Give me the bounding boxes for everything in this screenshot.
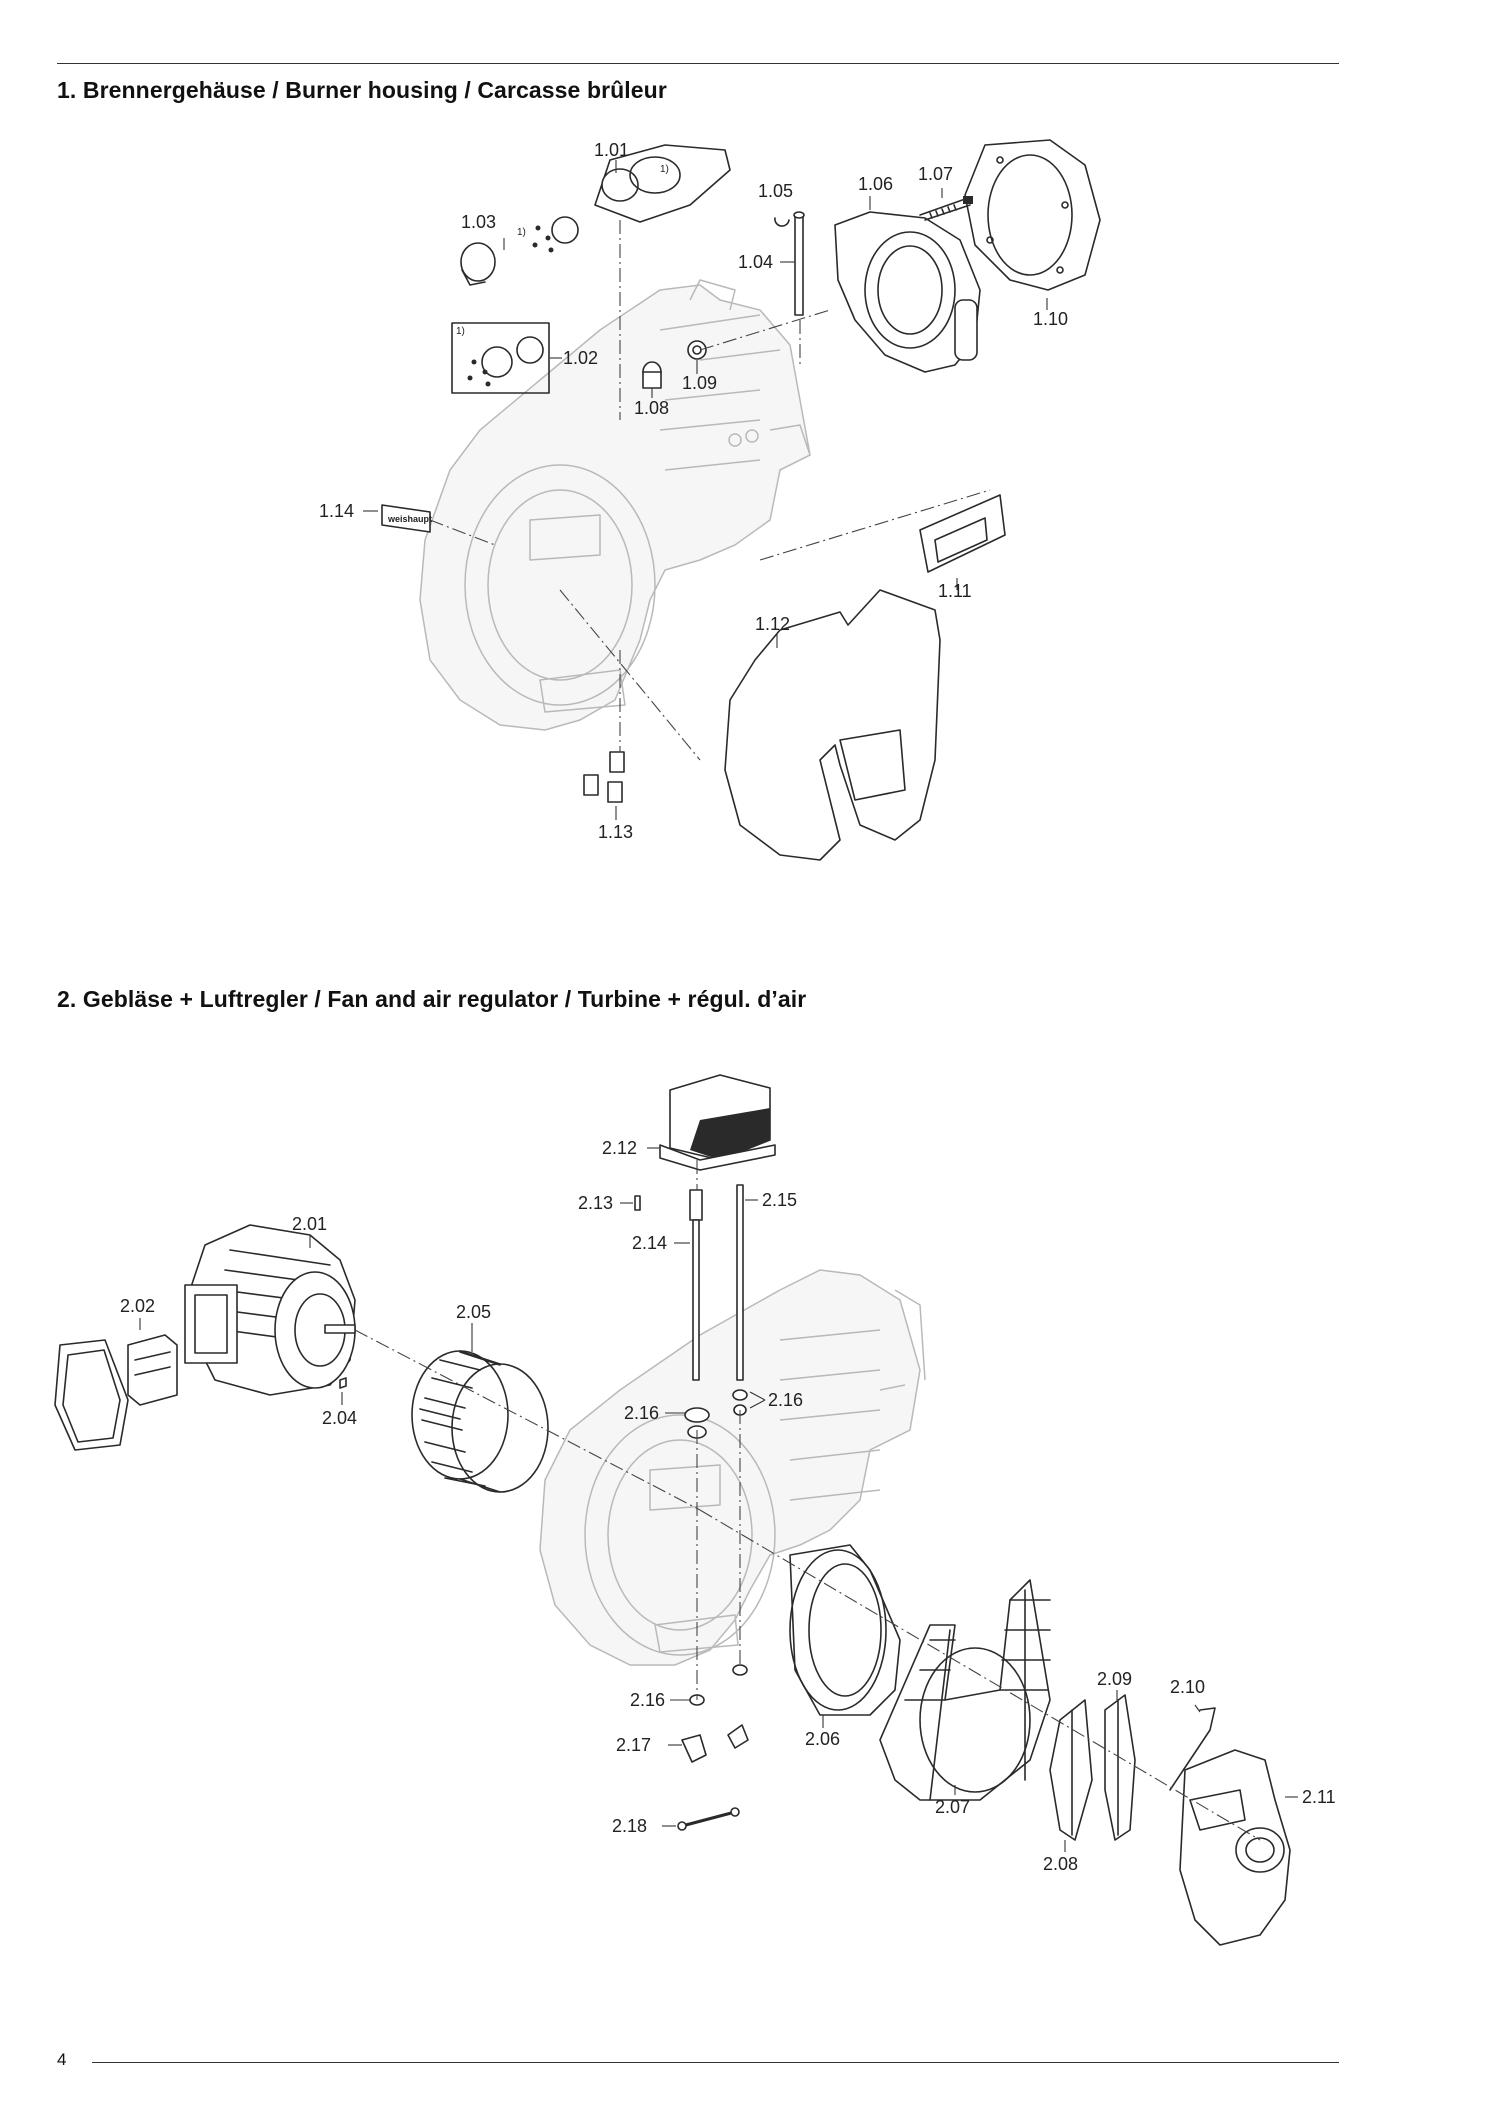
callout-1-02: 1.02	[563, 348, 598, 368]
callout-2-07: 2.07	[935, 1797, 970, 1817]
page-number: 4	[57, 2050, 67, 2069]
part-2.08-air-flaps	[1049, 1694, 1136, 1841]
section-2-title: 2. Gebläse + Luftregler / Fan and air re…	[57, 986, 807, 1012]
part-2.14-shaft	[689, 1189, 703, 1381]
callout-2-12: 2.12	[602, 1138, 637, 1158]
part-2.18-link	[677, 1807, 740, 1831]
callout-1-08: 1.08	[634, 398, 669, 418]
part-1.08-plug	[642, 361, 662, 389]
callout-1-11: 1.11	[938, 581, 972, 601]
callout-1-06: 1.06	[858, 174, 893, 194]
callout-2-16-right: 2.16	[768, 1390, 803, 1410]
part-1.07-screw	[919, 196, 973, 221]
section-2-leaders	[139, 1147, 1298, 1852]
part-1.01-cover	[594, 144, 731, 223]
callout-2-06: 2.06	[805, 1729, 840, 1749]
callout-2-13: 2.13	[578, 1193, 613, 1213]
fan-air-regulator-exploded-diagram: 2.01 2.02 2.04 2.05 2.06 2.07 2.08 2.09 …	[54, 1074, 1336, 1946]
section-1-leaders	[363, 160, 1048, 820]
callout-2-14: 2.14	[632, 1233, 667, 1253]
callout-2-16-lower: 2.16	[630, 1690, 665, 1710]
part-2.07-grid	[879, 1579, 1051, 1801]
part-1.04-rod	[793, 211, 805, 316]
callout-2-18: 2.18	[612, 1816, 647, 1836]
callout-1-04: 1.04	[738, 252, 773, 272]
part-2.02-contactor	[54, 1334, 178, 1451]
note-1-03: 1)	[517, 227, 526, 238]
callout-2-04: 2.04	[322, 1408, 357, 1428]
part-1.11-inspection-plate	[919, 494, 1006, 573]
callout-1-07: 1.07	[918, 164, 953, 184]
part-1.10-gasket	[964, 139, 1101, 291]
part-2.12-actuator	[659, 1074, 776, 1171]
part-1.13-cable-glands	[583, 751, 625, 803]
nameplate-text: weishaupt	[387, 514, 432, 524]
section-1-axis-lines	[429, 220, 991, 761]
part-1.02-kit-box	[451, 322, 550, 394]
part-2.05-impeller	[411, 1350, 549, 1493]
burner-housing-exploded-diagram: weishaupt 1.01 1.02 1.03 1.04 1.05 1.06 …	[319, 139, 1101, 861]
section-1-callouts: 1.01 1.02 1.03 1.04 1.05 1.06 1.07 1.08 …	[319, 140, 1068, 842]
part-1.09-washer	[687, 340, 707, 360]
callout-1-12: 1.12	[755, 614, 790, 634]
callout-1-03: 1.03	[461, 212, 496, 232]
section-2-axis-lines	[354, 1160, 1261, 1841]
callout-2-01: 2.01	[292, 1214, 327, 1234]
housing-body-ghost	[539, 1269, 926, 1666]
callout-1-01: 1.01	[594, 140, 629, 160]
part-2.01-motor	[184, 1224, 356, 1396]
note-1-01: 1)	[660, 164, 669, 175]
part-1.12-shroud	[724, 589, 941, 861]
callout-2-05: 2.05	[456, 1302, 491, 1322]
callout-1-14: 1.14	[319, 501, 354, 521]
housing-body	[419, 279, 811, 731]
part-2.15-rod	[736, 1184, 744, 1381]
callout-1-10: 1.10	[1033, 309, 1068, 329]
note-1-02: 1)	[456, 326, 465, 337]
part-1.14-nameplate: weishaupt	[381, 504, 432, 533]
part-1.06-flange	[834, 211, 981, 373]
callout-1-09: 1.09	[682, 373, 717, 393]
callout-2-08: 2.08	[1043, 1854, 1078, 1874]
callout-2-09: 2.09	[1097, 1669, 1132, 1689]
callout-2-15: 2.15	[762, 1190, 797, 1210]
callout-2-11: 2.11	[1302, 1787, 1336, 1807]
part-2.17-levers	[681, 1724, 749, 1763]
callout-2-10: 2.10	[1170, 1677, 1205, 1697]
part-1.05-clip	[774, 217, 790, 227]
part-2.11-air-housing	[1179, 1749, 1291, 1946]
callout-2-02: 2.02	[120, 1296, 155, 1316]
part-1.03-sight-cap	[460, 216, 579, 286]
top-rule	[57, 63, 1339, 64]
section-2-callouts: 2.01 2.02 2.04 2.05 2.06 2.07 2.08 2.09 …	[120, 1138, 1336, 1874]
callout-2-16-left: 2.16	[624, 1403, 659, 1423]
callout-1-13: 1.13	[598, 822, 633, 842]
part-2.04-key	[339, 1377, 347, 1389]
part-2.13-pin	[634, 1195, 641, 1211]
section-1-title: 1. Brennergehäuse / Burner housing / Car…	[57, 77, 667, 103]
callout-1-05: 1.05	[758, 181, 793, 201]
callout-2-17: 2.17	[616, 1735, 651, 1755]
bottom-rule	[92, 2062, 1339, 2063]
part-2.06-inlet-ring	[789, 1544, 901, 1716]
part-2.10-bracket	[1169, 1707, 1216, 1791]
